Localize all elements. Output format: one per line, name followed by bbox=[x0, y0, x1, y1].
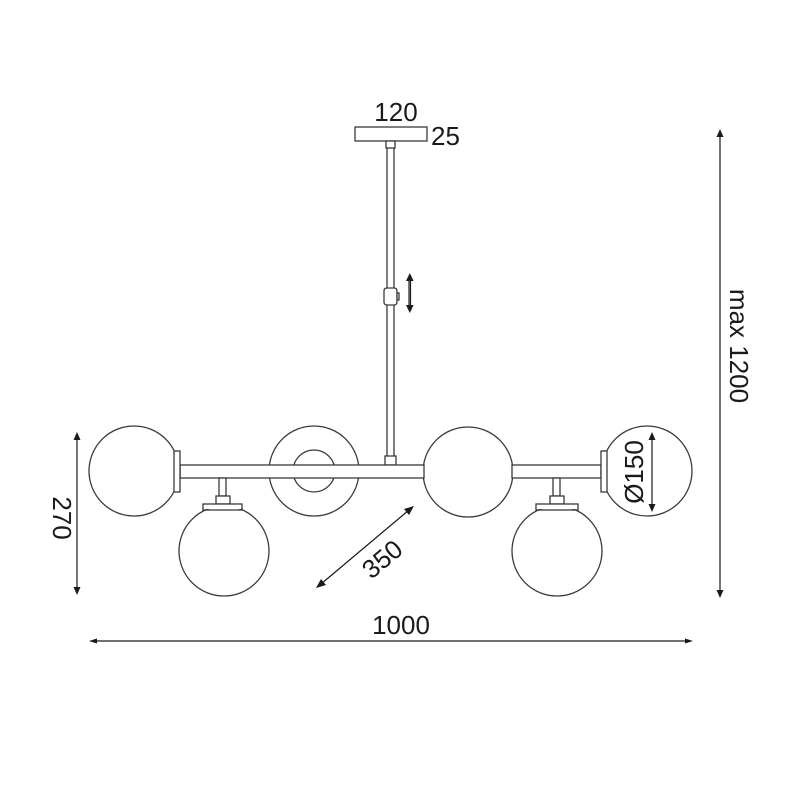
max-height-dimension bbox=[716, 129, 724, 598]
globe-top-left bbox=[88, 425, 180, 517]
lower-left-globe-assembly bbox=[178, 477, 270, 597]
left-globe-mount bbox=[173, 450, 181, 493]
globe-diameter-label: Ø150 bbox=[619, 440, 649, 504]
fixture-height-dimension bbox=[73, 432, 81, 595]
adjustable-height-icon bbox=[406, 273, 414, 313]
max-height-label: max 1200 bbox=[724, 289, 754, 403]
suspension-rod bbox=[383, 140, 400, 466]
arm-depth-label: 350 bbox=[356, 534, 409, 585]
globe-diameter-dimension bbox=[648, 432, 656, 512]
lower-right-globe-assembly bbox=[511, 477, 603, 597]
overall-width-dimension bbox=[89, 638, 693, 644]
horizontal-arm bbox=[179, 464, 602, 479]
right-globe-mount bbox=[600, 450, 608, 493]
globe-top-center-right bbox=[422, 426, 514, 518]
canopy-height-label: 25 bbox=[431, 121, 460, 151]
overall-width-label: 1000 bbox=[372, 610, 430, 640]
canopy-width-label: 120 bbox=[374, 97, 417, 127]
arm-depth-dimension bbox=[316, 506, 414, 588]
ceiling-canopy bbox=[354, 126, 428, 142]
fixture-height-label: 270 bbox=[47, 496, 77, 539]
